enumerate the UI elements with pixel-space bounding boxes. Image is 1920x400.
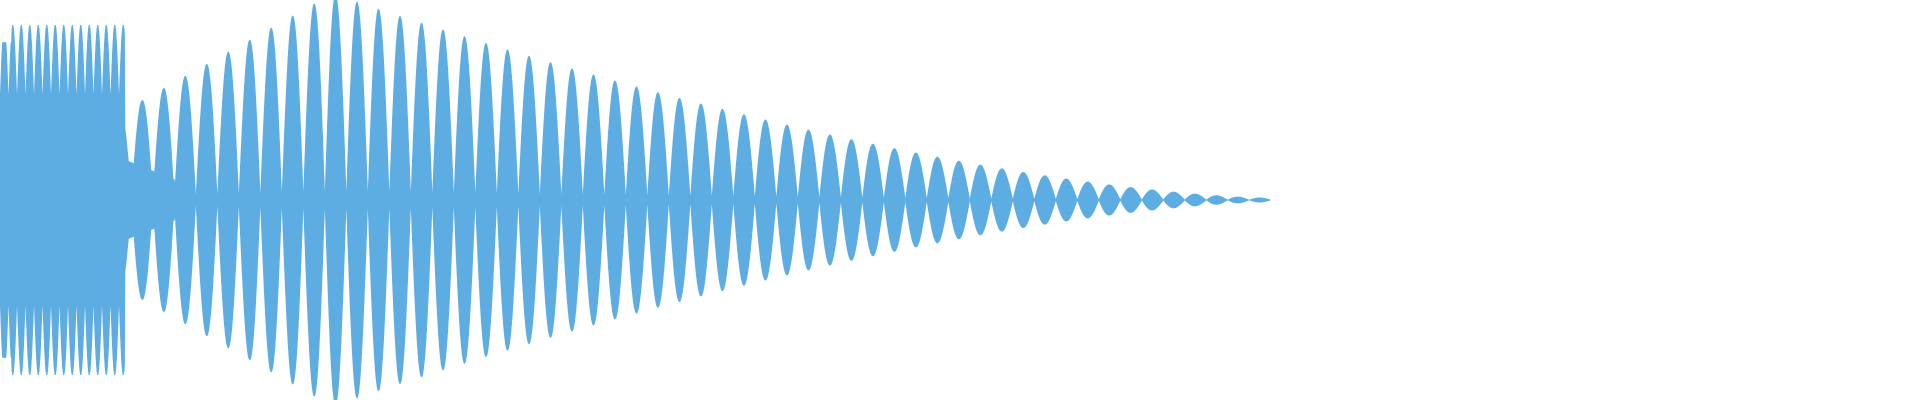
waveform-path: [0, 0, 1271, 400]
